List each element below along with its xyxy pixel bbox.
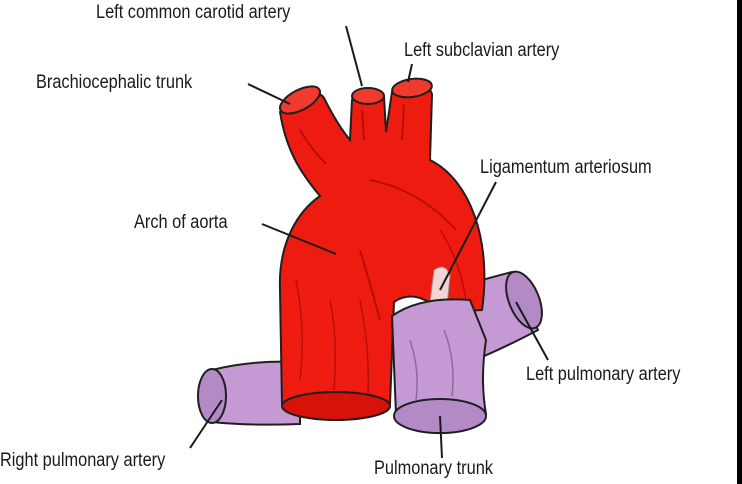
label-pulmonary-trunk: Pulmonary trunk	[374, 458, 493, 479]
label-brachiocephalic: Brachiocephalic trunk	[36, 72, 193, 93]
leader-left-pulmonary	[515, 301, 549, 361]
leader-brachiocephalic	[247, 83, 291, 105]
leader-ligamentum	[439, 181, 497, 291]
label-ligamentum: Ligamentum arteriosum	[480, 157, 652, 178]
leader-lines	[189, 25, 549, 459]
leader-right-pulmonary	[189, 399, 223, 449]
leader-left-common-carotid	[345, 25, 363, 87]
label-right-pulmonary: Right pulmonary artery	[0, 450, 166, 471]
label-left-subclavian: Left subclavian artery	[404, 40, 560, 61]
label-left-pulmonary: Left pulmonary artery	[526, 364, 681, 385]
label-arch: Arch of aorta	[134, 212, 228, 233]
pulmonary-trunk	[390, 298, 488, 434]
leader-pulmonary-trunk	[439, 415, 443, 459]
leader-arch	[261, 223, 337, 255]
label-left-common-carotid: Left common carotid artery	[96, 2, 291, 23]
aorta	[278, 77, 486, 421]
leader-left-subclavian	[407, 63, 413, 83]
frame-edge	[737, 0, 742, 484]
right-pulmonary-artery	[197, 360, 301, 426]
